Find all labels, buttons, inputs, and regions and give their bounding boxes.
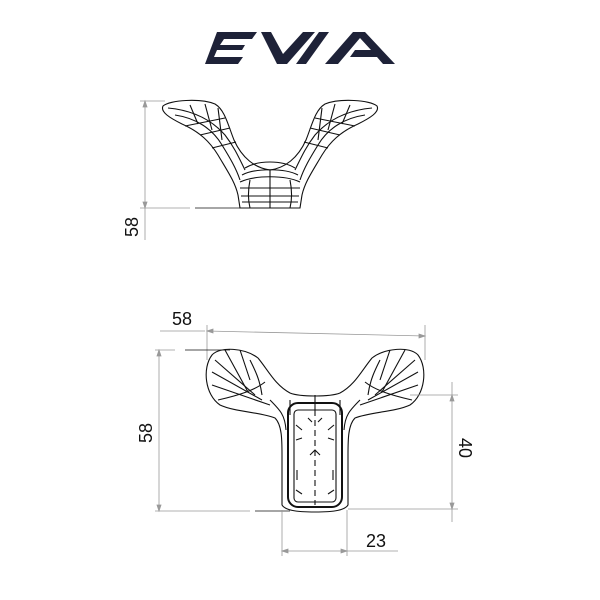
arm-offset-label: 40 (455, 437, 476, 459)
top-view-dimensions (155, 325, 458, 556)
front-height-label: 58 (122, 216, 143, 238)
top-width-label: 58 (172, 309, 193, 329)
brand-logo: EVIA (205, 30, 395, 66)
front-view (161, 99, 379, 209)
front-height-dimension (140, 99, 240, 240)
top-view (205, 348, 425, 513)
evia-logo-icon (205, 32, 395, 64)
base-width-label: 23 (366, 531, 387, 551)
top-depth-label: 58 (136, 422, 157, 444)
